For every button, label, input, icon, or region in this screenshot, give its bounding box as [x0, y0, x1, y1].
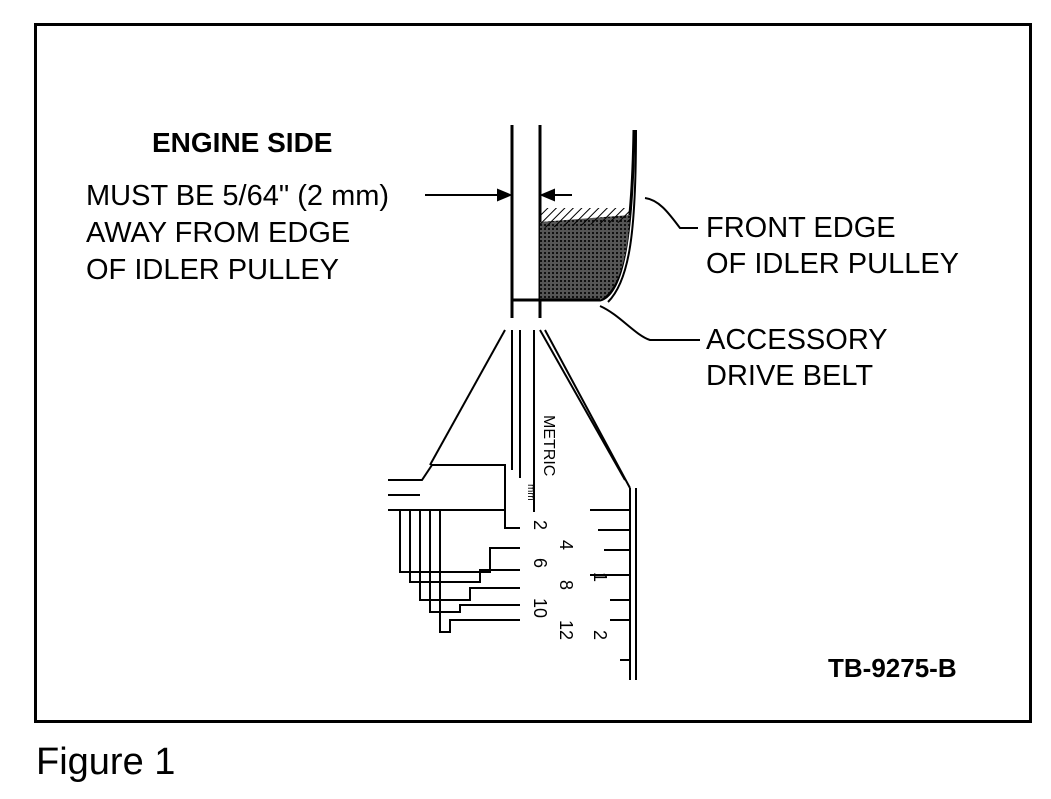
cm-ticks [590, 509, 630, 661]
engine-side-edge [510, 125, 542, 318]
mm-tick-10: 10 [530, 598, 550, 618]
engine-side-label: ENGINE SIDE [152, 127, 333, 158]
accessory-line-2: DRIVE BELT [706, 360, 874, 392]
mm-tick-4: 4 [556, 540, 576, 550]
ruler-unit-small: mm [525, 484, 536, 501]
leader-lines [599, 197, 700, 341]
dimension-arrows [425, 188, 572, 202]
front-edge-line-2: OF IDLER PULLEY [706, 248, 960, 280]
accessory-line-1: ACCESSORY [706, 324, 888, 356]
gauge-tool [388, 329, 637, 680]
figure-caption: Figure 1 [36, 741, 176, 783]
mm-tick-12: 12 [556, 620, 576, 640]
cm-tick-1: 1 [590, 572, 610, 582]
accessory-drive-belt [540, 208, 632, 302]
must-be-line-1: MUST BE 5/64" (2 mm) [86, 180, 390, 212]
ruler-unit-label: METRIC [540, 415, 557, 476]
ruler-steps [399, 510, 520, 633]
cm-tick-2: 2 [590, 630, 610, 640]
mm-tick-6: 6 [530, 558, 550, 568]
must-be-line-2: AWAY FROM EDGE [86, 217, 351, 249]
mm-tick-8: 8 [556, 580, 576, 590]
front-edge-line-1: FRONT EDGE [706, 212, 896, 244]
part-number: TB-9275-B [828, 653, 957, 683]
mm-tick-2: 2 [530, 520, 550, 530]
must-be-line-3: OF IDLER PULLEY [86, 254, 340, 286]
